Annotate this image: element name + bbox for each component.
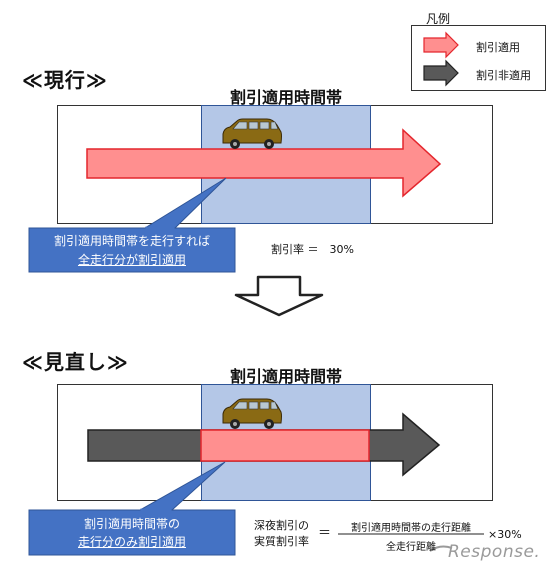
formula-label-line2: 実質割引率 <box>254 535 309 548</box>
formula-label-line1: 深夜割引の <box>254 519 309 532</box>
watermark-logo <box>429 545 453 552</box>
revised-callout-line1: 割引適用時間帯の <box>83 517 180 531</box>
revised-band-label: 割引適用時間帯 <box>229 367 342 386</box>
legend-label-non-discount: 割引非適用 <box>476 69 531 82</box>
legend-discount-arrow <box>423 31 459 59</box>
current-callout <box>28 177 236 273</box>
revised-section-title: ≪見直し≫ <box>22 350 129 374</box>
revised-callout <box>28 461 236 556</box>
legend-title: 凡例 <box>426 12 451 26</box>
current-callout-line1: 割引適用時間帯を走行すれば <box>53 234 210 248</box>
formula-denominator: 全走行距離 <box>386 542 436 553</box>
current-callout-line2: 全走行分が割引適用 <box>77 253 186 267</box>
car-icon <box>222 118 282 149</box>
legend-label-discount: 割引適用 <box>476 41 520 54</box>
car-icon-revised <box>222 398 282 429</box>
current-band-label: 割引適用時間帯 <box>229 88 342 107</box>
legend-non-discount-arrow <box>423 59 459 87</box>
current-rate-text: 割引率 ＝ 30% <box>271 243 354 256</box>
formula-equals: ＝ <box>318 526 332 541</box>
current-section-title: ≪現行≫ <box>22 68 108 92</box>
revised-discount-segment <box>200 429 370 462</box>
formula-numerator: 割引適用時間帯の走行距離 <box>351 523 471 534</box>
down-arrow <box>234 275 324 317</box>
current-discount-arrow <box>86 128 442 198</box>
watermark: Response. <box>448 542 541 562</box>
formula-multiplier: ×30% <box>488 528 522 541</box>
revised-callout-line2: 走行分のみ割引適用 <box>77 535 186 549</box>
